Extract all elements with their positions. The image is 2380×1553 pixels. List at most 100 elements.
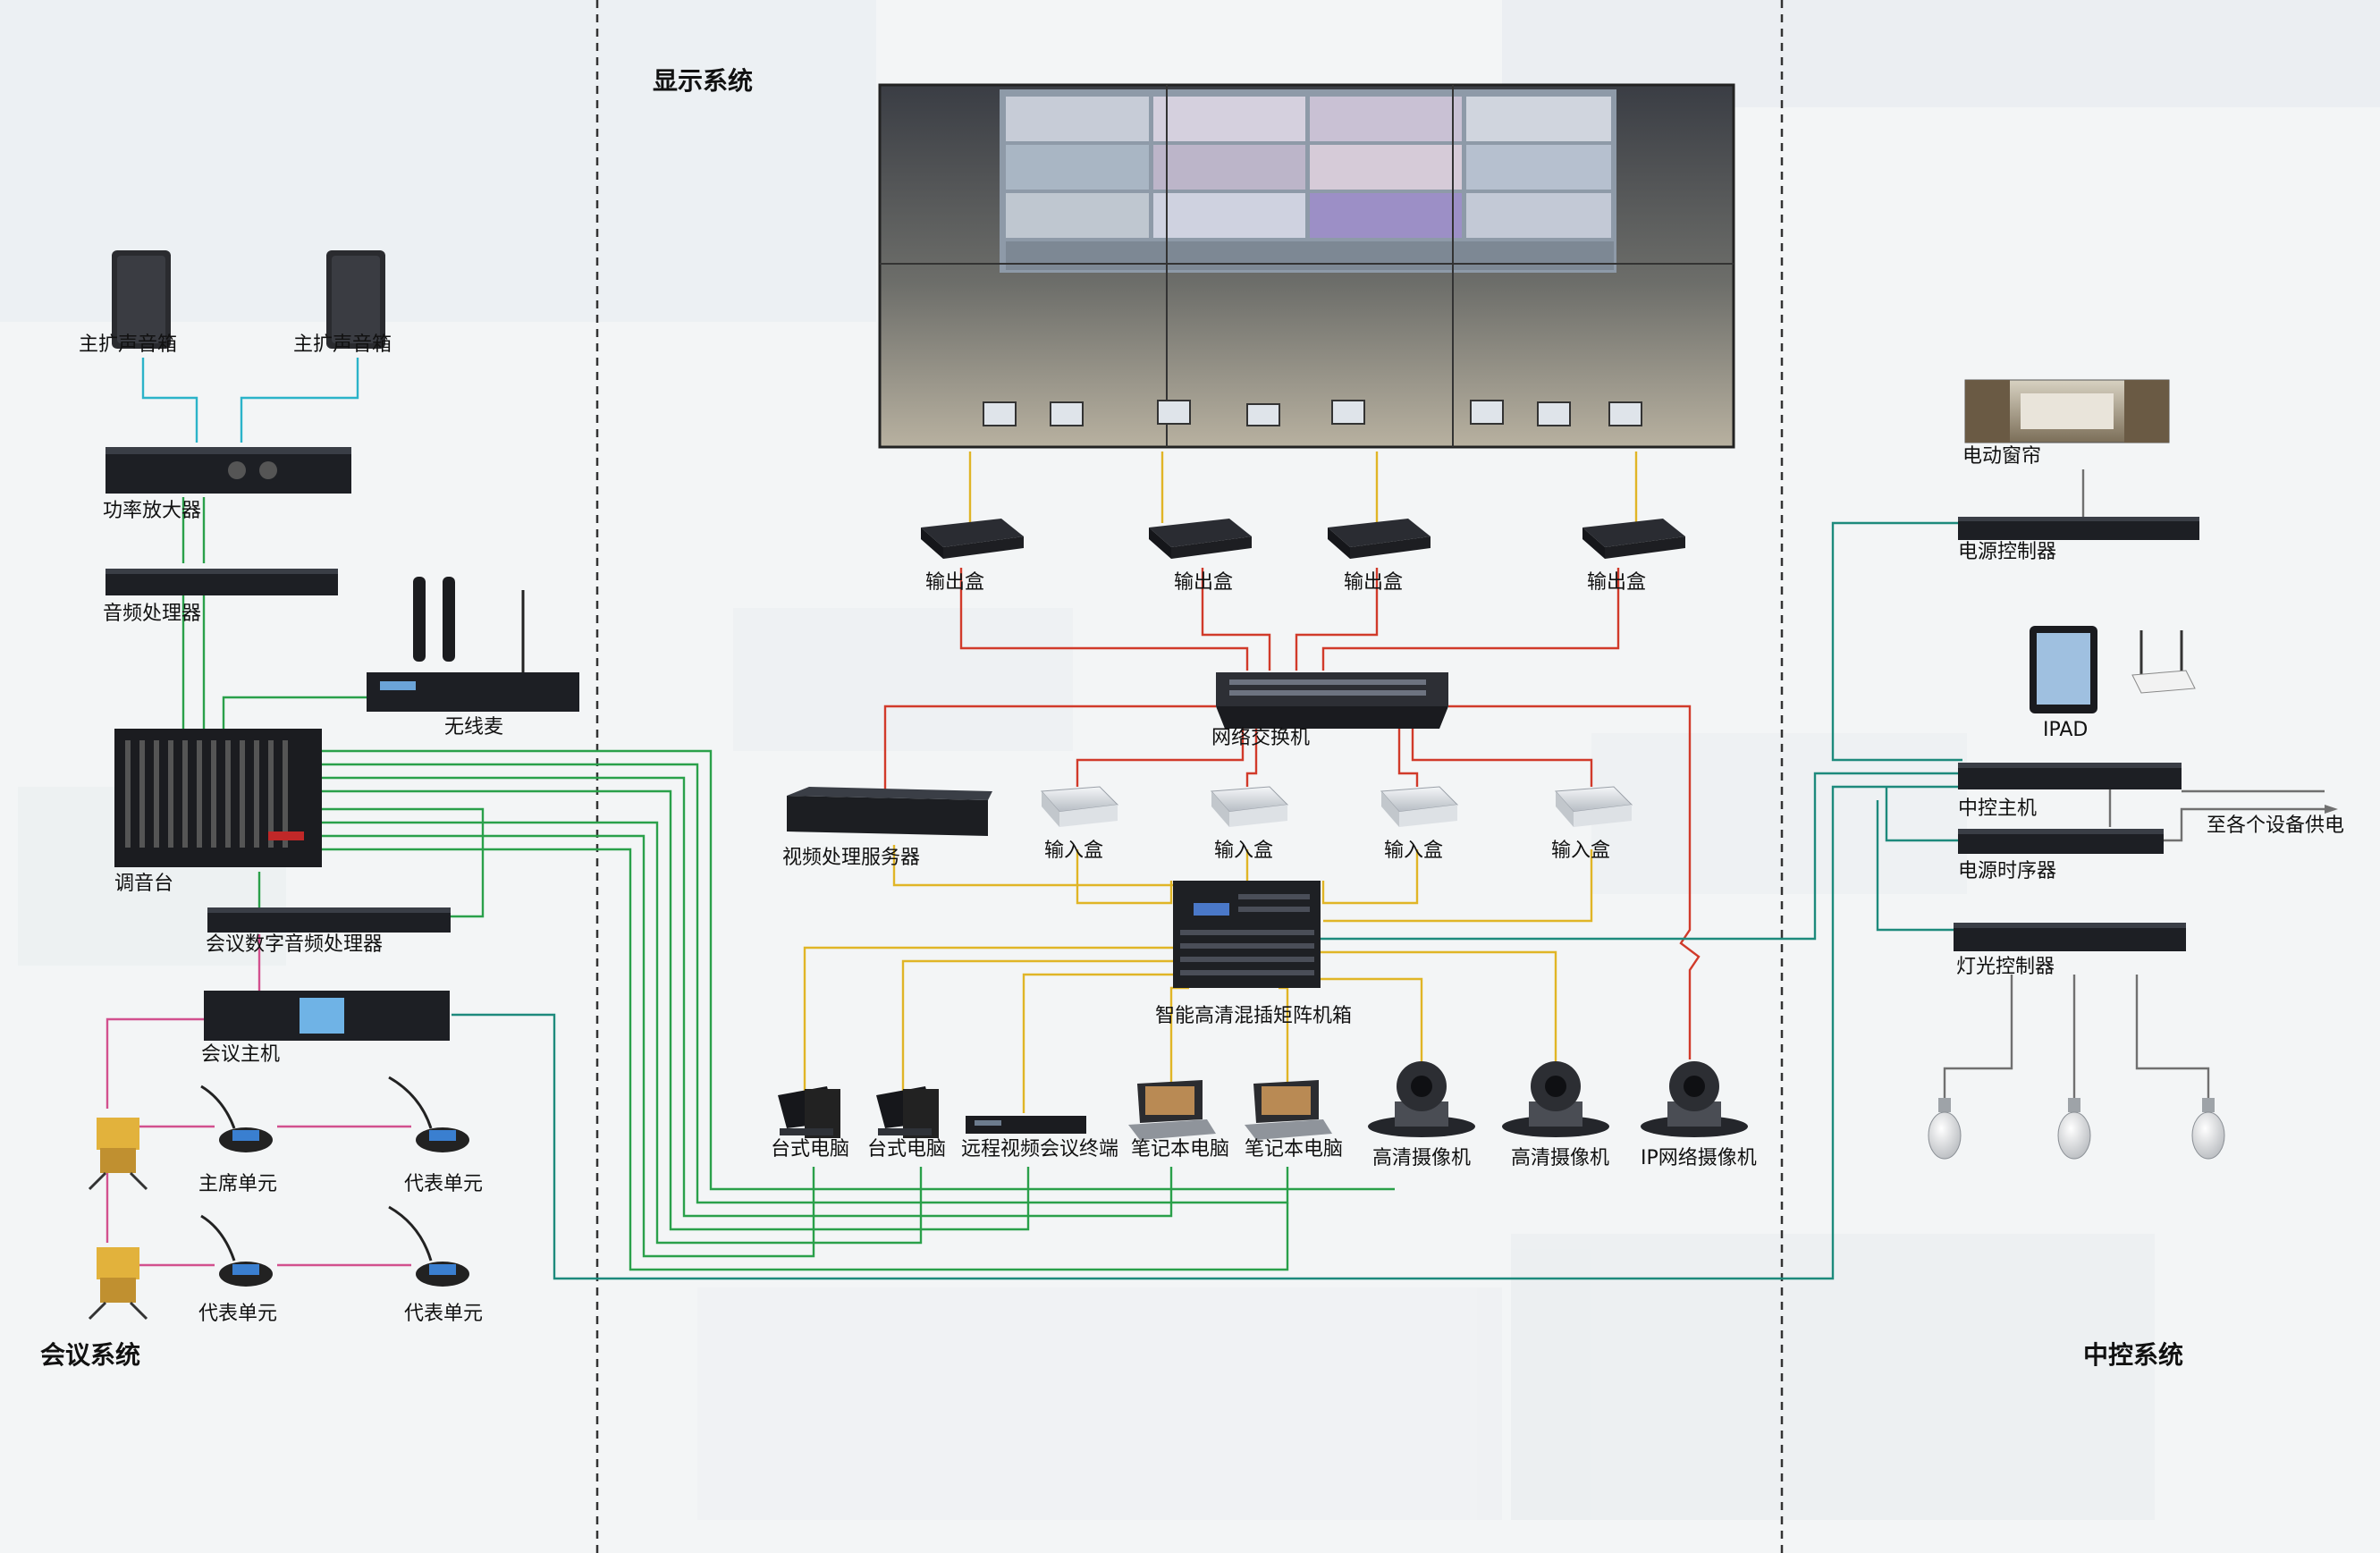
power-supply-note: 至各个设备供电 bbox=[2207, 814, 2344, 837]
video-conference-terminal: 远程视频会议终端 bbox=[961, 1116, 1118, 1161]
speaker-left-label: 主扩声音箱 bbox=[79, 333, 177, 356]
desktop-pc-2: 台式电脑 bbox=[867, 1086, 946, 1161]
input-box-1: 输入盒 bbox=[1040, 786, 1119, 862]
input-box-4: 输入盒 bbox=[1551, 786, 1633, 862]
delegate-unit-3-label: 代表单元 bbox=[404, 1303, 483, 1325]
motorized-curtain-label: 电动窗帘 bbox=[1962, 445, 2041, 468]
output-box-2: 输出盒 bbox=[1149, 519, 1252, 594]
delegate-unit-2-label: 代表单元 bbox=[198, 1303, 277, 1325]
output-box-1: 输出盒 bbox=[921, 519, 1024, 594]
wireless-mic-icon bbox=[367, 577, 579, 712]
laptop-2-label: 笔记本电脑 bbox=[1245, 1138, 1343, 1161]
translator-unit-top bbox=[88, 1118, 148, 1191]
delegate-unit-2: 代表单元 bbox=[198, 1214, 277, 1325]
media-box-icon bbox=[1040, 786, 1119, 827]
network-switch: 网络交换机 bbox=[1211, 672, 1448, 749]
hd-camera-2: 高清摄像机 bbox=[1502, 1061, 1609, 1169]
output-box-1-label: 输出盒 bbox=[925, 571, 984, 594]
rack-unit-icon bbox=[1954, 923, 2186, 951]
desktop-pc-1: 台式电脑 bbox=[771, 1086, 849, 1161]
chair-unit-label: 主席单元 bbox=[198, 1173, 277, 1195]
video-conference-terminal-label: 远程视频会议终端 bbox=[961, 1138, 1118, 1161]
control-host: 中控主机 bbox=[1958, 763, 2182, 820]
speaker-icon bbox=[112, 250, 171, 349]
power-sequencer-label: 电源时序器 bbox=[1958, 860, 2056, 882]
hd-camera-2-label: 高清摄像机 bbox=[1511, 1147, 1609, 1169]
mixer-icon bbox=[114, 729, 322, 867]
power-controller: 电源控制器 bbox=[1958, 517, 2199, 563]
matrix-chassis-icon bbox=[1173, 881, 1321, 988]
interpreter-box-icon bbox=[88, 1247, 148, 1321]
output-box-3-label: 输出盒 bbox=[1344, 571, 1403, 594]
wireless-mic-label: 无线麦 bbox=[444, 716, 503, 739]
power-controller-label: 电源控制器 bbox=[1958, 541, 2056, 563]
lighting-controller-label: 灯光控制器 bbox=[1956, 956, 2055, 978]
control-host-label: 中控主机 bbox=[1958, 798, 2037, 820]
rack-unit-icon bbox=[1958, 517, 2199, 540]
rack-unit-icon bbox=[105, 569, 338, 595]
laptop-icon bbox=[1245, 1080, 1332, 1140]
laptop-1-label: 笔记本电脑 bbox=[1131, 1138, 1229, 1161]
video-server-label: 视频处理服务器 bbox=[782, 847, 920, 869]
output-box-2-label: 输出盒 bbox=[1174, 571, 1233, 594]
desktop-pc-1-label: 台式电脑 bbox=[771, 1138, 849, 1161]
delegate-unit-1: 代表单元 bbox=[388, 1076, 483, 1195]
light-bulb-icon bbox=[2057, 1098, 2091, 1160]
wiring bbox=[105, 358, 2338, 1280]
conference-dsp-label: 会议数字音频处理器 bbox=[206, 933, 383, 956]
hd-camera-1-label: 高清摄像机 bbox=[1372, 1147, 1471, 1169]
mixer-label: 调音台 bbox=[114, 873, 173, 895]
tablet-icon bbox=[2030, 626, 2097, 713]
conference-mic-icon bbox=[388, 1076, 469, 1152]
video-wall-screens bbox=[1000, 89, 1616, 273]
conference-mic-icon bbox=[200, 1085, 273, 1152]
matrix-chassis-label: 智能高清混插矩阵机箱 bbox=[1155, 1005, 1352, 1027]
section-title-control: 中控系统 bbox=[2083, 1340, 2183, 1370]
hd-camera-1: 高清摄像机 bbox=[1368, 1061, 1475, 1169]
media-box-icon bbox=[921, 519, 1024, 559]
video-wall bbox=[878, 83, 1735, 449]
section-title-meeting: 会议系统 bbox=[40, 1340, 140, 1370]
input-box-4-label: 输入盒 bbox=[1551, 840, 1610, 862]
media-box-icon bbox=[1554, 786, 1633, 827]
desktop-pc-icon bbox=[876, 1086, 939, 1138]
input-box-3-label: 输入盒 bbox=[1384, 840, 1443, 862]
input-box-2-label: 输入盒 bbox=[1214, 840, 1273, 862]
speaker-left: 主扩声音箱 bbox=[79, 250, 177, 356]
speaker-right-label: 主扩声音箱 bbox=[293, 333, 392, 356]
amplifier: 功率放大器 bbox=[103, 447, 351, 522]
translator-unit-bottom bbox=[88, 1247, 148, 1321]
light-bulb-icon bbox=[2191, 1098, 2225, 1160]
conference-host-label: 会议主机 bbox=[201, 1043, 280, 1066]
light-bulb-icon bbox=[1928, 1098, 1962, 1160]
interpreter-box-icon bbox=[88, 1118, 148, 1191]
ghost-background bbox=[0, 0, 2380, 1520]
desktop-pc-icon bbox=[778, 1086, 840, 1138]
rack-unit-icon bbox=[966, 1116, 1086, 1134]
ptz-camera-icon bbox=[1368, 1061, 1475, 1137]
ip-camera-label: IP网络摄像机 bbox=[1641, 1147, 1757, 1169]
speaker-right: 主扩声音箱 bbox=[293, 250, 392, 356]
conference-dsp: 会议数字音频处理器 bbox=[206, 907, 451, 956]
lamp-1 bbox=[1928, 1098, 1962, 1160]
input-box-2: 输入盒 bbox=[1210, 786, 1289, 862]
wifi-router bbox=[2131, 630, 2196, 694]
media-box-icon bbox=[1328, 519, 1431, 559]
media-box-icon bbox=[1380, 786, 1459, 827]
mixer: 调音台 bbox=[114, 729, 322, 895]
power-sequencer: 电源时序器 bbox=[1958, 829, 2164, 882]
ip-camera: IP网络摄像机 bbox=[1641, 1061, 1757, 1169]
wifi-router-icon bbox=[2131, 630, 2196, 694]
media-box-icon bbox=[1149, 519, 1252, 559]
laptop-1: 笔记本电脑 bbox=[1128, 1080, 1229, 1161]
lamp-3 bbox=[2191, 1098, 2225, 1160]
matrix-chassis: 智能高清混插矩阵机箱 bbox=[1155, 881, 1352, 1027]
curtain-icon bbox=[1964, 379, 2170, 443]
speaker-icon bbox=[326, 250, 385, 349]
delegate-unit-1-label: 代表单元 bbox=[404, 1173, 483, 1195]
video-server: 视频处理服务器 bbox=[782, 787, 992, 869]
media-box-icon bbox=[1582, 519, 1685, 559]
amplifier-label: 功率放大器 bbox=[103, 500, 201, 522]
rack-unit-icon bbox=[1958, 763, 2182, 789]
